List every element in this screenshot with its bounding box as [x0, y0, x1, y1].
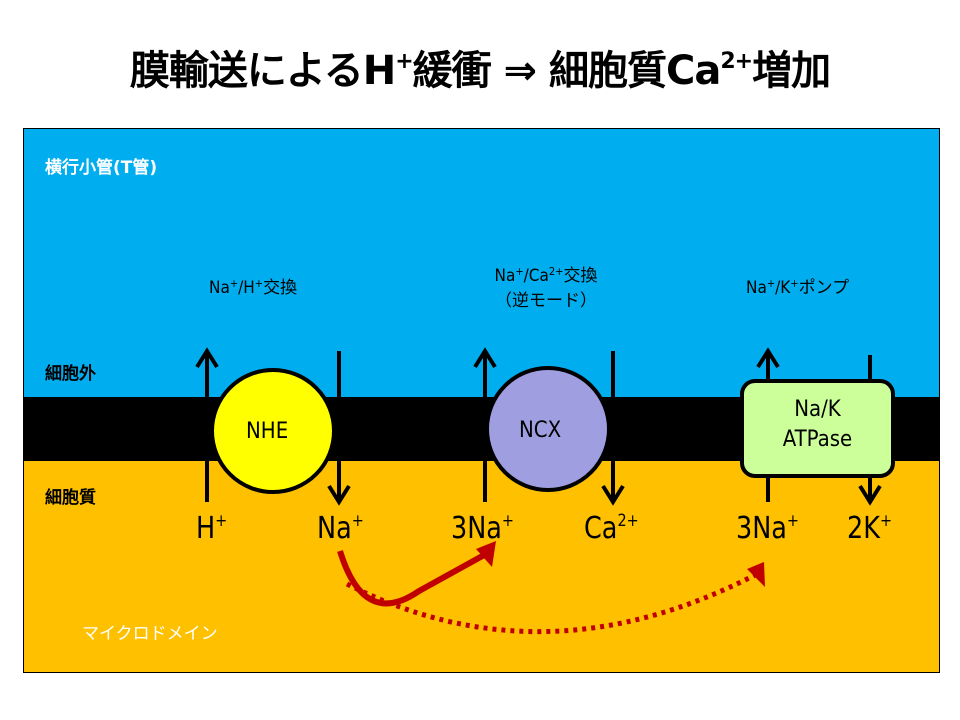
ion-text: 2K [847, 511, 880, 546]
t-tubule-label: 横行小管(T管) [45, 158, 158, 178]
nak-caption: Na+/K+ポンプ [746, 273, 849, 298]
solid-flow-arrowhead [476, 541, 496, 567]
solid-flow-arrow [337, 550, 488, 607]
diagram-frame: 横行小管(T管) 細胞外 細胞質 マイクロドメイン Na+/H+交換 Na+/C… [23, 128, 940, 673]
ion-text: 3Na [451, 511, 502, 546]
dotted-flow-arrow [345, 571, 759, 635]
nak-pump-box [740, 379, 895, 478]
ion-na-nhe: Na+ [317, 511, 364, 546]
extracellular-region [24, 129, 939, 397]
ion-charge: + [501, 511, 515, 531]
ion-text: 3Na [736, 511, 787, 546]
title-sup-1: + [395, 49, 413, 74]
caption-sup: + [515, 265, 524, 278]
nhe-h-efflux-arrow [195, 347, 219, 502]
ion-ca: Ca2+ [584, 511, 639, 546]
page-title: 膜輸送によるH+緩衝 ⇒ 細胞質Ca2+増加 [0, 38, 960, 96]
extracellular-label: 細胞外 [45, 364, 96, 384]
ion-2k: 2K+ [847, 511, 892, 546]
ion-text: Na [317, 511, 352, 546]
caption-sup: + [790, 277, 799, 290]
ncx-circle [485, 366, 611, 492]
caption-text: /K [775, 278, 791, 298]
caption-sup: + [766, 277, 776, 290]
title-text-3: 増加 [752, 48, 831, 94]
caption-text: Na [209, 278, 230, 298]
ion-charge: + [351, 511, 364, 531]
caption-sup: + [229, 277, 239, 290]
title-text-1: 膜輸送によるH [129, 48, 396, 94]
nhe-label: NHE [246, 419, 289, 444]
dotted-flow-arrowhead [747, 562, 765, 587]
nak-label: Na/K ATPase [742, 395, 893, 455]
ion-text: H [196, 511, 216, 546]
ion-charge: 2+ [617, 511, 639, 531]
cytoplasm-label: 細胞質 [45, 488, 96, 508]
ion-3na-ncx: 3Na+ [451, 511, 514, 546]
caption-text: 交換 [563, 266, 598, 286]
title-text-2: 緩衝 ⇒ 細胞質Ca [412, 48, 722, 94]
caption-sup: + [254, 277, 264, 290]
nak-label-line1: Na/K [794, 397, 841, 422]
ion-charge: + [215, 511, 228, 531]
caption-text: Na [746, 278, 767, 298]
nhe-circle [210, 368, 336, 494]
ncx-caption: Na+/Ca2+交換 （逆モード） [471, 261, 621, 311]
caption-text: ポンプ [798, 278, 850, 298]
cytoplasm-region [24, 461, 939, 672]
ncx-na-efflux-arrow [473, 347, 497, 502]
ion-charge: + [879, 511, 893, 531]
ion-charge: + [786, 511, 800, 531]
ncx-ca-influx-arrow [601, 351, 625, 506]
caption-text: /H [238, 278, 255, 298]
title-sup-2: 2+ [720, 49, 753, 74]
ion-text: Ca [584, 511, 618, 546]
ncx-label: NCX [519, 418, 562, 443]
nak-label-line2: ATPase [782, 427, 853, 452]
transport-diagram [195, 347, 895, 635]
microdomain-label: マイクロドメイン [82, 624, 218, 644]
caption-text: /Ca [523, 266, 549, 286]
caption-mode: （逆モード） [495, 291, 597, 311]
ion-3na-nak: 3Na+ [736, 511, 799, 546]
nhe-caption: Na+/H+交換 [209, 273, 297, 298]
caption-sup: 2+ [548, 265, 564, 278]
caption-text: 交換 [263, 278, 298, 298]
nhe-na-influx-arrow [327, 351, 351, 506]
caption-text: Na [494, 266, 516, 286]
ion-h: H+ [196, 511, 227, 546]
